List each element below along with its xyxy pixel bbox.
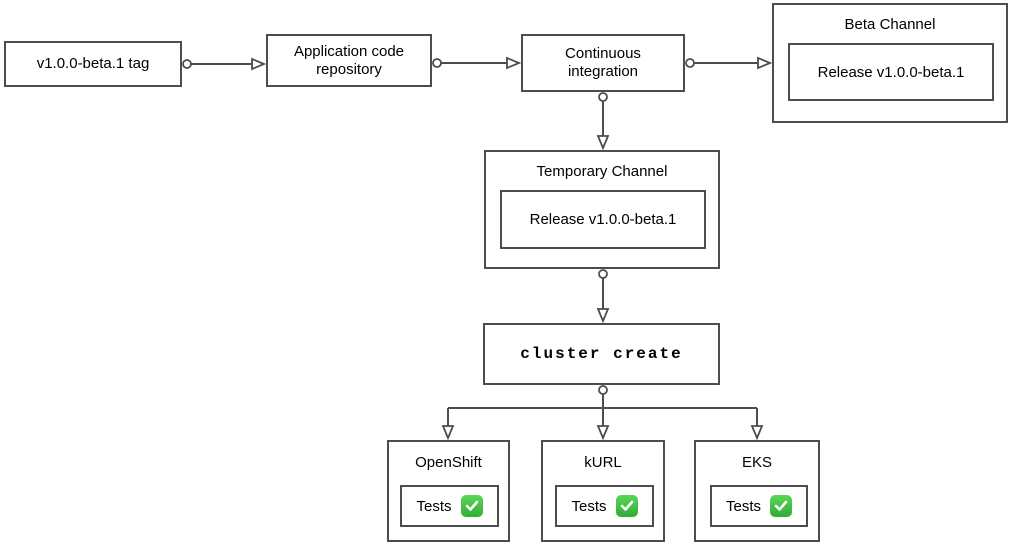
node-app-code-repository: Application code repository xyxy=(266,34,432,87)
edge-ci-to-beta-channel xyxy=(685,56,773,70)
node-continuous-integration-label: Continuous integration xyxy=(565,45,641,80)
node-beta-release-label: Release v1.0.0-beta.1 xyxy=(817,63,965,81)
group-beta-channel: Beta Channel Release v1.0.0-beta.1 xyxy=(772,3,1008,123)
node-eks-tests: Tests xyxy=(710,485,808,527)
node-openshift-tests: Tests xyxy=(400,485,499,527)
tests-label: Tests xyxy=(725,497,761,515)
node-continuous-integration: Continuous integration xyxy=(521,34,685,92)
node-temporary-release-label: Release v1.0.0-beta.1 xyxy=(529,211,677,228)
node-cluster-create-label: cluster create xyxy=(520,345,683,363)
group-temporary-channel-title: Temporary Channel xyxy=(536,163,668,180)
group-cluster-openshift: OpenShift Tests xyxy=(387,440,510,542)
tests-passed-check-icon xyxy=(770,495,792,517)
group-beta-channel-title: Beta Channel xyxy=(844,16,936,33)
node-temporary-release: Release v1.0.0-beta.1 xyxy=(500,190,706,249)
node-cluster-create: cluster create xyxy=(483,323,720,385)
group-cluster-kurl: kURL Tests xyxy=(541,440,665,542)
group-temporary-channel: Temporary Channel Release v1.0.0-beta.1 xyxy=(484,150,720,269)
tests-label: Tests xyxy=(571,497,607,515)
tests-label: Tests xyxy=(416,497,452,515)
tests-row: Tests xyxy=(416,495,483,517)
node-kurl-tests: Tests xyxy=(555,485,654,527)
node-beta-release: Release v1.0.0-beta.1 xyxy=(788,43,994,101)
edge-temp-channel-to-cluster-create xyxy=(596,269,610,324)
group-cluster-openshift-title: OpenShift xyxy=(415,454,482,471)
tests-passed-check-icon xyxy=(615,495,638,517)
node-version-tag: v1.0.0-beta.1 tag xyxy=(4,41,182,87)
group-cluster-kurl-title: kURL xyxy=(584,454,622,471)
edge-cluster-create-to-clusters xyxy=(441,385,764,441)
edge-tag-to-repo xyxy=(182,57,267,71)
edge-ci-to-temp-channel xyxy=(596,92,610,151)
node-app-code-repository-label: Application code repository xyxy=(293,42,405,78)
tests-passed-check-icon xyxy=(460,495,483,517)
tests-row: Tests xyxy=(726,495,792,517)
edge-repo-to-ci xyxy=(432,56,522,70)
group-cluster-eks-title: EKS xyxy=(741,454,772,471)
group-cluster-eks: EKS Tests xyxy=(694,440,820,542)
tests-row: Tests xyxy=(571,495,638,517)
node-version-tag-label: v1.0.0-beta.1 tag xyxy=(36,55,150,72)
